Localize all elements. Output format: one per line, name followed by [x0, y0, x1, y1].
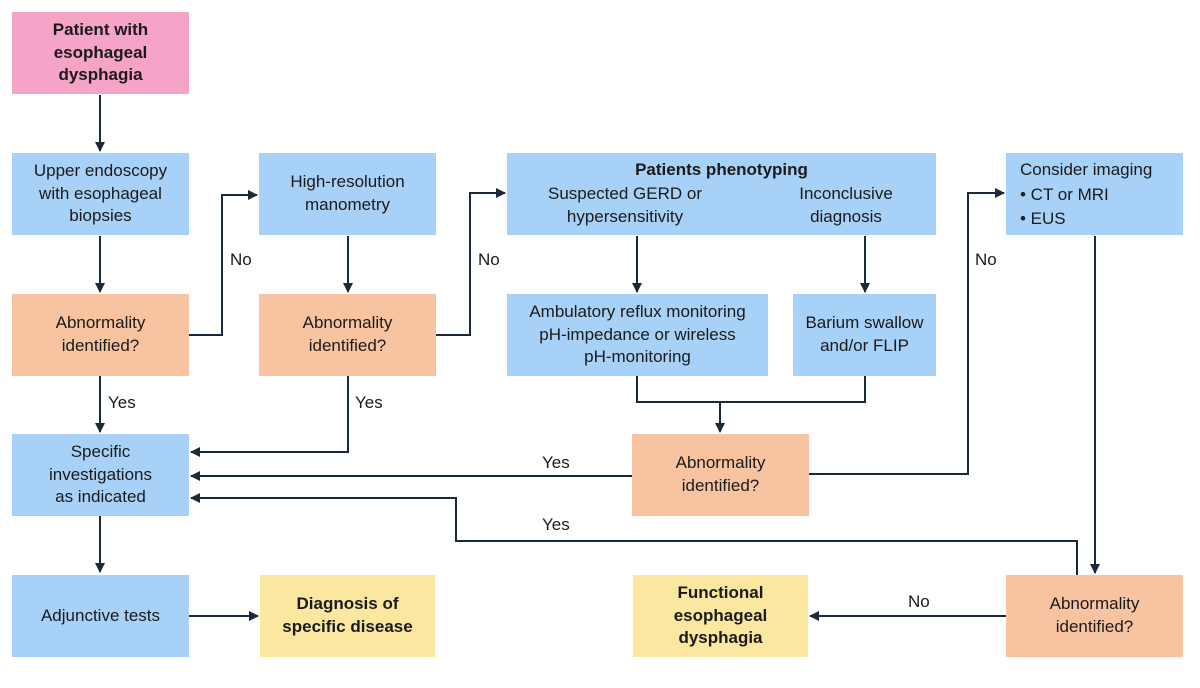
phenotyping-gerd-label: Suspected GERD or hypersensitivity: [547, 184, 702, 226]
hrm-node: High-resolution manometry: [259, 153, 436, 235]
imaging-title: Consider imaging: [1020, 160, 1153, 179]
edge-label-abn3-no: No: [975, 250, 997, 269]
imaging-list: • CT or MRI • EUS: [1020, 183, 1109, 231]
endoscopy-label: Upper endoscopy with esophageal biopsies: [33, 160, 168, 226]
specific-investigations-label: Specific investigations as indicated: [48, 441, 152, 507]
abnormality-1-node: Abnormality identified?: [12, 294, 189, 376]
start-node: Patient with esophageal dysphagia: [12, 12, 189, 94]
abnormality-3-label: Abnormality identified?: [675, 453, 766, 495]
edge-abn2-specific: [190, 376, 349, 457]
edge-abn2-phenotyping: [436, 188, 506, 336]
edge-abn1-hrm: [188, 190, 258, 336]
reflux-monitoring-node: Ambulatory reflux monitoring pH-impedanc…: [507, 294, 768, 376]
diagnosis-label: Diagnosis of specific disease: [282, 594, 413, 636]
edge-label-abn4-yes: Yes: [542, 515, 570, 534]
edge-label-abn3-yes: Yes: [542, 453, 570, 472]
edge-label-abn1-no: No: [230, 250, 252, 269]
abnormality-1-label: Abnormality identified?: [55, 313, 146, 355]
abnormality-2-label: Abnormality identified?: [302, 313, 393, 355]
imaging-item-ct-mri: • CT or MRI: [1020, 185, 1109, 204]
reflux-monitoring-label: Ambulatory reflux monitoring pH-impedanc…: [529, 301, 746, 367]
barium-swallow-node: Barium swallow and/or FLIP: [793, 294, 936, 376]
phenotyping-node: Patients phenotyping Suspected GERD or h…: [507, 153, 936, 235]
edge-label-abn2-no: No: [478, 250, 500, 269]
imaging-item-eus: • EUS: [1020, 208, 1066, 228]
hrm-label: High-resolution manometry: [290, 172, 405, 214]
specific-investigations-node: Specific investigations as indicated: [12, 434, 189, 516]
edge-label-abn1-yes: Yes: [108, 393, 136, 412]
edge-abn4-specific: [190, 493, 1078, 576]
abnormality-4-label: Abnormality identified?: [1049, 594, 1140, 636]
abnormality-3-node: Abnormality identified?: [632, 434, 809, 516]
diagnosis-node: Diagnosis of specific disease: [260, 575, 435, 657]
adjunctive-tests-label: Adjunctive tests: [40, 605, 161, 625]
start-label: Patient with esophageal dysphagia: [52, 19, 149, 85]
abnormality-2-node: Abnormality identified?: [259, 294, 436, 376]
phenotyping-inconclusive-label: Inconclusive diagnosis: [799, 184, 893, 226]
imaging-node: Consider imaging • CT or MRI • EUS: [1006, 153, 1183, 235]
functional-dysphagia-node: Functional esophageal dysphagia: [633, 575, 808, 657]
abnormality-4-node: Abnormality identified?: [1006, 575, 1183, 657]
edge-label-abn2-yes: Yes: [355, 393, 383, 412]
edge-abn3-imaging: [808, 188, 1005, 475]
barium-swallow-label: Barium swallow and/or FLIP: [805, 313, 924, 355]
edge-reflux-abn3: [636, 376, 866, 403]
adjunctive-tests-node: Adjunctive tests: [12, 575, 189, 657]
edge-label-abn4-no: No: [908, 592, 930, 611]
endoscopy-node: Upper endoscopy with esophageal biopsies: [12, 153, 189, 235]
functional-dysphagia-label: Functional esophageal dysphagia: [673, 582, 768, 648]
phenotyping-title: Patients phenotyping: [635, 160, 808, 179]
